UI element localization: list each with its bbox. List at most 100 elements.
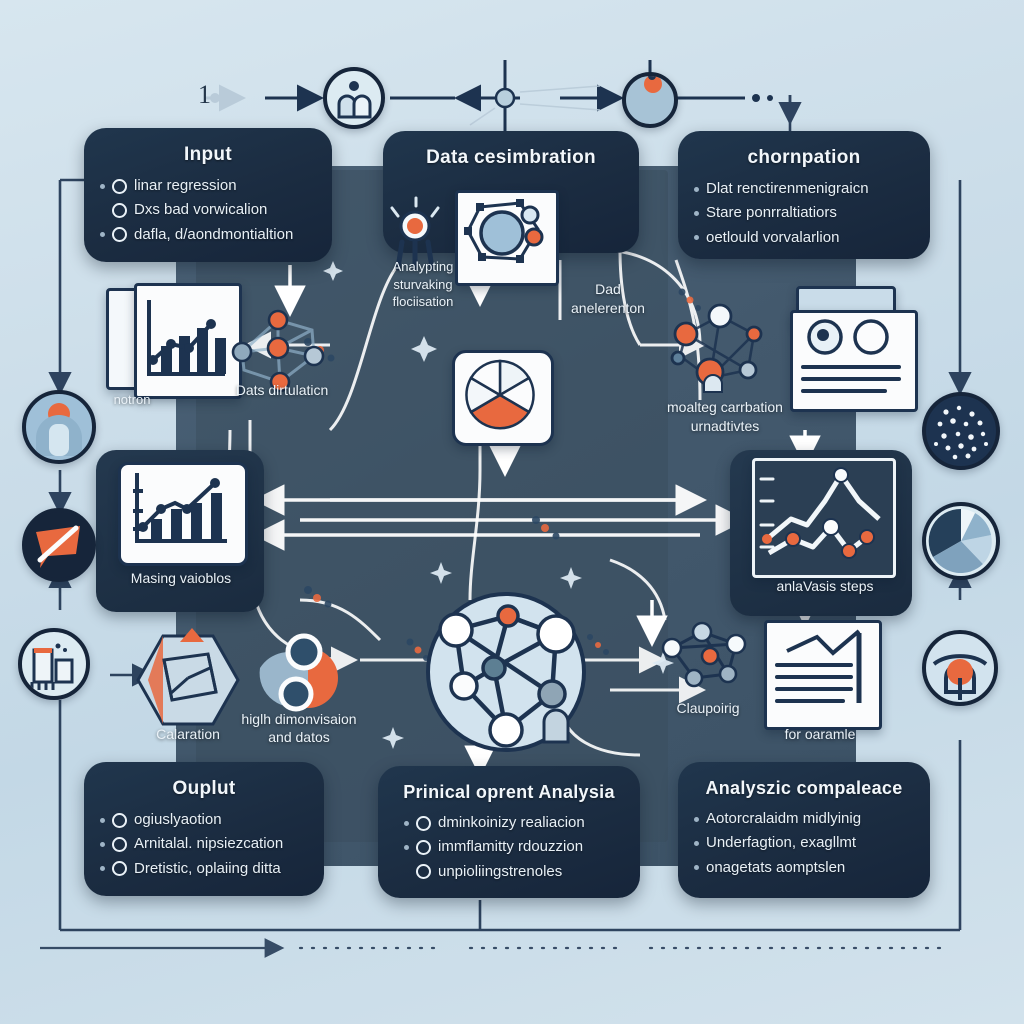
list-item[interactable]: Underfagtion, exagllmt [694, 831, 914, 855]
analysis-steps-tile [752, 458, 896, 578]
list-item[interactable]: dafla, d/aondmontialtion [100, 223, 316, 247]
report-card-icon [801, 319, 901, 393]
missing-variables-label: Masing vaioblos [130, 570, 232, 586]
speech-bubble-icon [36, 525, 80, 568]
donut-network-icon [464, 199, 544, 263]
speech-badge[interactable] [22, 508, 96, 582]
card-data-examination-title: Data cesimbration [426, 147, 596, 168]
card-principal-component-analysis[interactable]: Prinical oprent Analysia dminkoinizy rea… [378, 766, 640, 898]
list-item[interactable]: immflamitty rdouzzion [404, 835, 624, 859]
high-dimension-icon-wrap [246, 628, 346, 724]
analyzing-structuring-label: Analypting sturvaking flociisation [392, 259, 454, 310]
bar-chart-badge[interactable] [18, 628, 90, 700]
card-output[interactable]: Ouplut ogiuslyaotion Arnitalal. nipsiezc… [84, 762, 324, 896]
list-item[interactable]: oetlould vorvalarlion [694, 226, 914, 250]
document-chart-icon [775, 629, 862, 703]
bullet-ring-icon [112, 227, 127, 243]
list-item[interactable]: Stare ponrraltiatiors [694, 201, 914, 225]
list-item[interactable]: Dretistic, oplaiing ditta [100, 857, 308, 881]
bullet-ring-icon [416, 864, 431, 880]
person-badge[interactable] [22, 390, 96, 464]
people-group-icon [337, 81, 372, 119]
bullet-dot-icon [100, 866, 105, 872]
analysis-steps-label: anlaVasis steps [776, 578, 874, 594]
person-icon [36, 403, 82, 456]
bullet-ring-icon [416, 815, 431, 831]
top-orange-node-badge [622, 72, 678, 128]
data-extraction-label: Dad anelerenton [571, 281, 645, 316]
for-example-label: for oaramle [784, 726, 856, 742]
bullet-ring-icon [112, 202, 127, 218]
panel-left-caption: notron [113, 392, 151, 407]
list-item[interactable]: unpioliingstrenoles [404, 860, 624, 884]
pie-slice-icon [465, 359, 535, 430]
list-item[interactable]: Aotorcralaidm midlyinig [694, 807, 914, 831]
circle-node-icon [630, 76, 670, 122]
card-input-list: linar regression Dxs bad vorwicalion daf… [100, 174, 316, 247]
data-attribution-label: Dats dirtulaticn [235, 382, 329, 398]
card-input[interactable]: Input linar regression Dxs bad vorwicali… [84, 128, 332, 262]
card-pca-list: dminkoinizy realiacion immflamitty rdouz… [394, 811, 624, 884]
missing-correlation-label: moalteg carrbation urnadtivtes [667, 399, 783, 434]
step-number: 1 [198, 80, 211, 109]
for-example-document-tile [764, 620, 882, 730]
report-tile [790, 310, 918, 412]
calibration-label: Calaration [156, 726, 220, 742]
scatter-cluster-badge[interactable] [922, 392, 1000, 470]
bullet-dot-icon [694, 840, 699, 846]
card-pca-item-0: dminkoinizy realiacion [438, 814, 585, 831]
bullet-dot-icon [404, 820, 409, 826]
card-output-list: ogiuslyaotion Arnitalal. nipsiezcation D… [100, 808, 308, 881]
bullet-dot-icon [100, 183, 105, 189]
card-compliance-item-1: Underfagtion, exagllmt [706, 834, 857, 852]
card-compliance-item-0: Aotorcralaidm midlyinig [706, 810, 862, 827]
target-person-icon [932, 654, 988, 700]
list-item[interactable]: Dxs bad vorwicalion [100, 198, 316, 222]
bar-chart-tile-front [134, 283, 242, 399]
network-graph-icon [426, 592, 586, 752]
pie-chart-badge[interactable] [922, 502, 1000, 580]
clustering-graph [658, 612, 762, 696]
target-person-badge[interactable] [922, 630, 998, 706]
high-dimension-label: higlh dimonvisaion and datos [241, 711, 357, 746]
card-pca-item-1: immflamitty rdouzzion [438, 838, 584, 856]
list-item[interactable]: Dlat renctirenmenigraicn [694, 177, 914, 201]
top-people-badge [323, 67, 385, 129]
list-item[interactable]: Arnitalal. nipsiezcation [100, 832, 308, 856]
node-graph-icon [670, 303, 763, 393]
list-item[interactable]: dminkoinizy realiacion [404, 811, 624, 835]
bullet-dot-icon [694, 816, 699, 822]
node-graph-icon [231, 309, 325, 393]
list-item[interactable]: linar regression [100, 174, 316, 198]
list-item[interactable]: ogiuslyaotion [100, 808, 308, 832]
bullet-ring-icon [112, 836, 127, 852]
bar-line-chart-icon [133, 473, 227, 543]
pie-chart-icon [928, 508, 992, 574]
data-attribution-graph [222, 300, 334, 400]
network-graph-tile [420, 590, 598, 760]
bullet-ring-icon [112, 178, 127, 194]
overlapping-circles-icon [259, 633, 338, 712]
donut-network-tile [455, 190, 559, 286]
card-compliance-title: Analyszic compaleace [705, 778, 903, 798]
bullet-dot-icon [694, 865, 699, 871]
scatter-dots-icon [928, 398, 994, 464]
card-comparison[interactable]: chornpation Dlat renctirenmenigraicn Sta… [678, 131, 930, 259]
pie-slice-tile [452, 350, 554, 446]
card-analysis-compliance[interactable]: Analyszic compaleace Aotorcralaidm midly… [678, 762, 930, 898]
bullet-ring-icon [416, 839, 431, 855]
card-output-item-1: Arnitalal. nipsiezcation [134, 835, 284, 853]
card-input-item-1: Dxs bad vorwicalion [134, 201, 268, 219]
bar-line-chart-icon [147, 300, 226, 376]
bullet-dot-icon [100, 841, 105, 847]
card-pca-title: Prinical oprent Analysia [403, 782, 615, 802]
card-comparison-item-2: oetlould vorvalarlion [706, 228, 840, 246]
calibration-icon-wrap [130, 628, 246, 732]
list-item[interactable]: onagetats aomptslen [694, 856, 914, 880]
card-comparison-title: chornpation [747, 147, 861, 168]
card-input-item-0: linar regression [134, 177, 237, 194]
missing-variables-tile [118, 462, 248, 566]
magnifier-node-icon [390, 196, 440, 271]
card-input-title: Input [184, 144, 232, 165]
